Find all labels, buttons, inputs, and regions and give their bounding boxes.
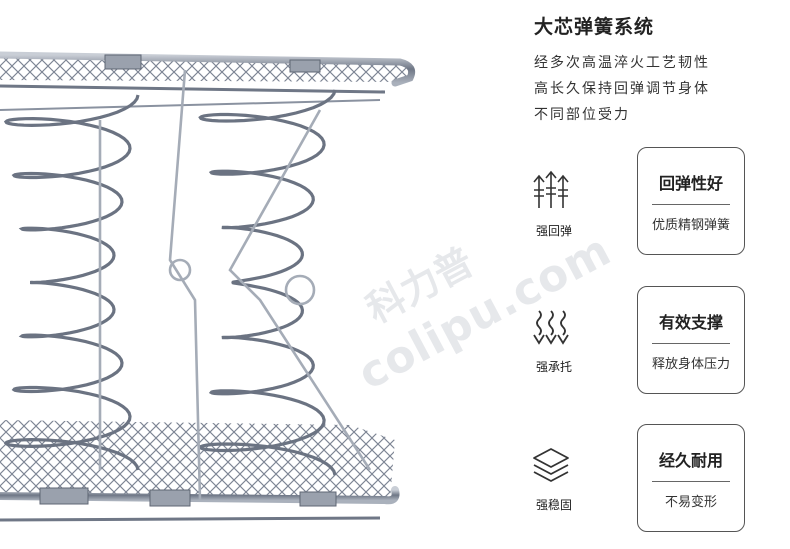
feature-label-stability: 强稳固 — [535, 498, 572, 512]
feature-card-rebound: 回弹性好 优质精钢弹簧 — [637, 147, 745, 255]
down-wave-arrows-icon — [533, 310, 569, 345]
description-line-3: 不同部位受力 — [534, 107, 630, 123]
coil-spring — [3, 94, 140, 471]
description-line-1: 经多次高温淬火工艺韧性 — [534, 55, 710, 71]
card-title: 回弹性好 — [658, 174, 723, 193]
card-divider — [652, 481, 730, 482]
card-subtitle: 优质精钢弹簧 — [651, 218, 730, 233]
coil-spring — [198, 89, 337, 476]
card-subtitle: 不易变形 — [664, 495, 717, 510]
feature-label-rebound: 强回弹 — [535, 224, 572, 238]
spring-unit-illustration — [0, 51, 416, 522]
card-divider — [652, 204, 730, 205]
card-divider — [652, 343, 730, 344]
card-title: 经久耐用 — [658, 451, 723, 470]
up-arrows-icon — [533, 170, 569, 208]
top-frame — [0, 51, 416, 111]
feature-card-durability: 经久耐用 不易变形 — [637, 424, 745, 532]
section-heading: 大芯弹簧系统 — [534, 16, 655, 38]
description-line-2: 高长久保持回弹调节身体 — [534, 81, 710, 97]
stacked-layers-icon — [533, 448, 569, 482]
feature-card-support: 有效支撑 释放身体压力 — [637, 286, 745, 394]
feature-label-support: 强承托 — [535, 360, 572, 374]
card-title: 有效支撑 — [658, 313, 723, 332]
card-subtitle: 释放身体压力 — [651, 357, 730, 372]
